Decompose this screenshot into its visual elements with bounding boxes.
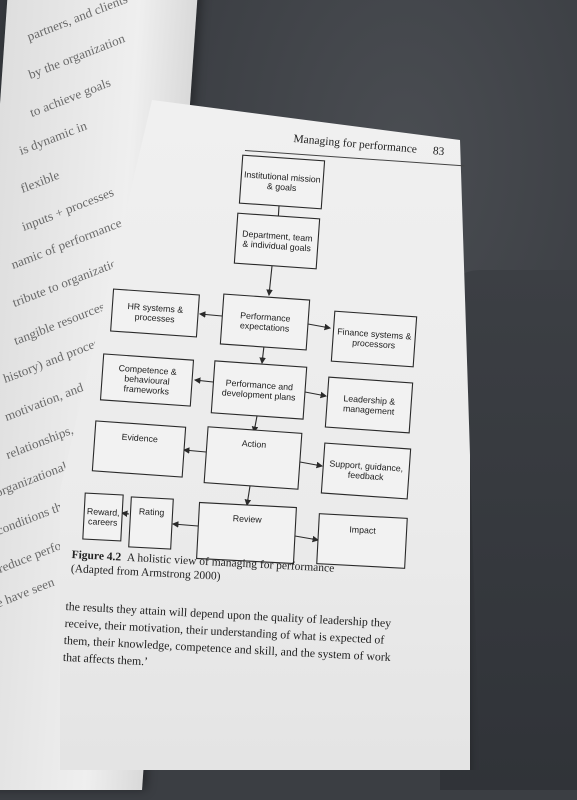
box-label: Action (241, 438, 266, 450)
box-label: & individual goals (242, 239, 312, 254)
arrow-devplans-competence (193, 377, 214, 384)
box-label: management (343, 403, 395, 417)
arrow-expectations-finance (307, 323, 332, 331)
diagram-arrows (120, 205, 332, 543)
box-support: Support, guidance,feedback (320, 442, 412, 500)
box-leadership: Leadership &management (324, 376, 414, 434)
arrow-action-evidence (182, 447, 207, 454)
box-label: & goals (267, 181, 298, 193)
box-impact: Impact (316, 513, 408, 569)
arrow-action-review (244, 485, 252, 507)
box-label: Leadership & (343, 393, 396, 407)
arrow-review-rating (171, 521, 199, 528)
arrow-department-expectations (266, 265, 273, 297)
box-evidence: Evidence (91, 420, 187, 478)
box-review: Review (196, 501, 297, 565)
box-label: Competence & (118, 363, 177, 377)
box-action: Action (203, 426, 303, 490)
box-label: Performance (240, 310, 291, 323)
box-label: HR systems & (127, 301, 183, 315)
box-mission: Institutional mission& goals (238, 154, 326, 210)
box-label: Reward, (87, 506, 120, 518)
box-label: behavioural (124, 373, 170, 386)
performance-diagram: Institutional mission& goalsDepartment, … (82, 154, 418, 569)
box-finance: Finance systems &processors (330, 310, 418, 368)
box-label: Department, team (242, 229, 313, 244)
arrow-devplans-action (251, 415, 259, 434)
arrow-review-impact (294, 535, 320, 543)
arrow-expectations-devplans (259, 345, 266, 365)
box-label: Review (233, 513, 263, 525)
box-label: processes (134, 312, 175, 325)
box-reward: Reward,careers (82, 492, 124, 542)
box-hr: HR systems &processes (110, 288, 200, 338)
box-label: processors (352, 337, 396, 350)
arrow-expectations-hr (198, 311, 223, 318)
box-label: feedback (347, 470, 384, 483)
arrow-rating-reward (120, 510, 130, 518)
box-label: frameworks (123, 383, 170, 396)
box-department: Department, team& individual goals (233, 212, 321, 270)
box-label: careers (88, 516, 118, 528)
arrow-action-support (299, 461, 324, 469)
arrow-devplans-leadership (304, 391, 328, 399)
box-label: Impact (349, 524, 376, 535)
box-label: Evidence (121, 432, 158, 445)
box-label: Performance and (225, 378, 293, 393)
box-rating: Rating (128, 496, 174, 550)
box-label: Rating (139, 506, 165, 517)
box-label: expectations (240, 320, 291, 333)
